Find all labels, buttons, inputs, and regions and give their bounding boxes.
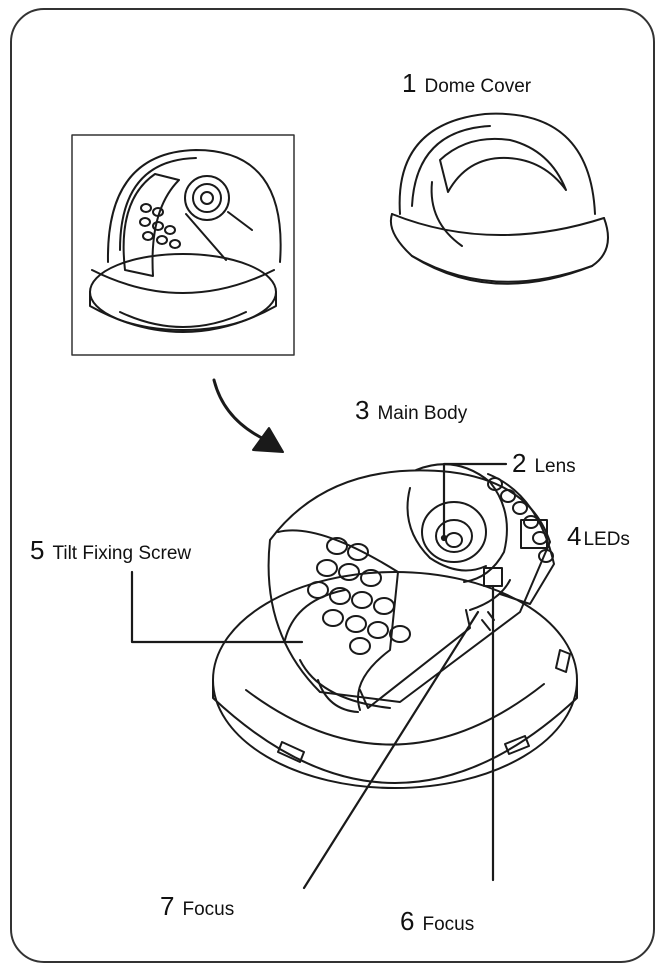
leader-lines <box>130 462 508 890</box>
diagram-frame <box>10 8 655 963</box>
tilt-screw-leader <box>130 570 304 644</box>
body-led-cluster <box>307 537 411 655</box>
lens-illustration <box>421 501 487 563</box>
focus-7-leader <box>302 610 480 890</box>
leds-box <box>520 519 548 549</box>
assembly-arrow <box>212 378 284 453</box>
focus-6-box <box>483 567 503 587</box>
main-body-illustration <box>212 463 578 789</box>
dome-cover-illustration <box>390 112 609 285</box>
right-led-column <box>487 473 555 605</box>
assembled-camera-inset <box>71 134 295 356</box>
inset-led-cluster <box>139 203 181 249</box>
lens-leader <box>442 462 508 538</box>
